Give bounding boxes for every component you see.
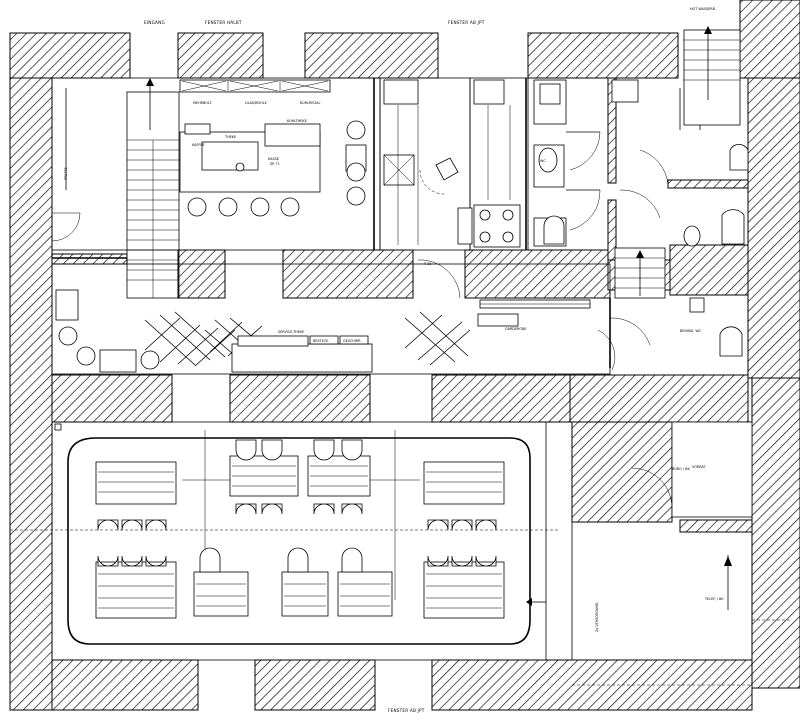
label-cooler: KÜHLTHEKE <box>287 118 307 123</box>
label-bar-sub: SP. TI. <box>270 162 280 166</box>
exterior-walls <box>9 0 800 711</box>
label-top-right: HOT WASSERB. <box>690 7 716 11</box>
label-right-note: 2x VERSORGUNG <box>595 602 599 632</box>
label-wc-disabled: BEHIND. WC <box>680 329 702 333</box>
front-zone: SERVICE-THEKE BESTECK GESCHIRR GARDEROBE… <box>51 259 616 375</box>
staircase <box>127 78 179 298</box>
table-group-bottom <box>95 561 505 619</box>
label-bottom: FENSTER AB JPT <box>388 708 425 713</box>
table-group-top <box>95 455 505 505</box>
label-coat: GARDEROBE <box>505 327 527 331</box>
label-window-2: FENSTER AB JPT <box>448 20 485 25</box>
label-shelf-1: MEHRBOLT. <box>193 101 212 105</box>
label-door: T 30 <box>423 262 431 266</box>
label-stairs: TREPPE <box>64 167 68 181</box>
bar-stools <box>187 120 367 217</box>
decor-crosshatch <box>144 311 471 367</box>
chairs-top <box>97 439 497 531</box>
restrooms: HOT WASSERB. BEHIND. WC <box>533 7 749 368</box>
label-service-small: BESTECK <box>313 339 329 343</box>
label-counter-small: KAFFEE <box>192 143 205 147</box>
label-wc: WC <box>540 159 546 163</box>
label-storage: VORRAT <box>692 465 707 469</box>
label-register: KASSE <box>268 157 279 161</box>
bar-area: MEHRBOLT. GLAS/BOHLE KÜHLREGAL THEKE SP.… <box>51 77 381 299</box>
label-service: SERVICE-THEKE <box>278 330 304 334</box>
label-shelf-3: KÜHLREGAL <box>300 100 320 105</box>
label-staff: TELEF. / BK <box>704 597 724 601</box>
label-entrance: EINGANG <box>144 20 165 25</box>
label-service-small2: GESCHIRR <box>343 339 361 343</box>
chairs-bottom <box>97 547 497 573</box>
label-window-1: FENSTER HALBT <box>205 20 242 25</box>
dining-room <box>10 421 560 661</box>
label-office: BÜRO / BK <box>672 466 690 471</box>
back-rooms: VORRAT TELEF. / BK 2x VERSORGUNG <box>571 421 790 686</box>
label-bar: THEKE <box>224 135 236 139</box>
kitchen <box>373 77 529 251</box>
label-shelf-2: GLAS/BOHLE <box>245 101 267 105</box>
